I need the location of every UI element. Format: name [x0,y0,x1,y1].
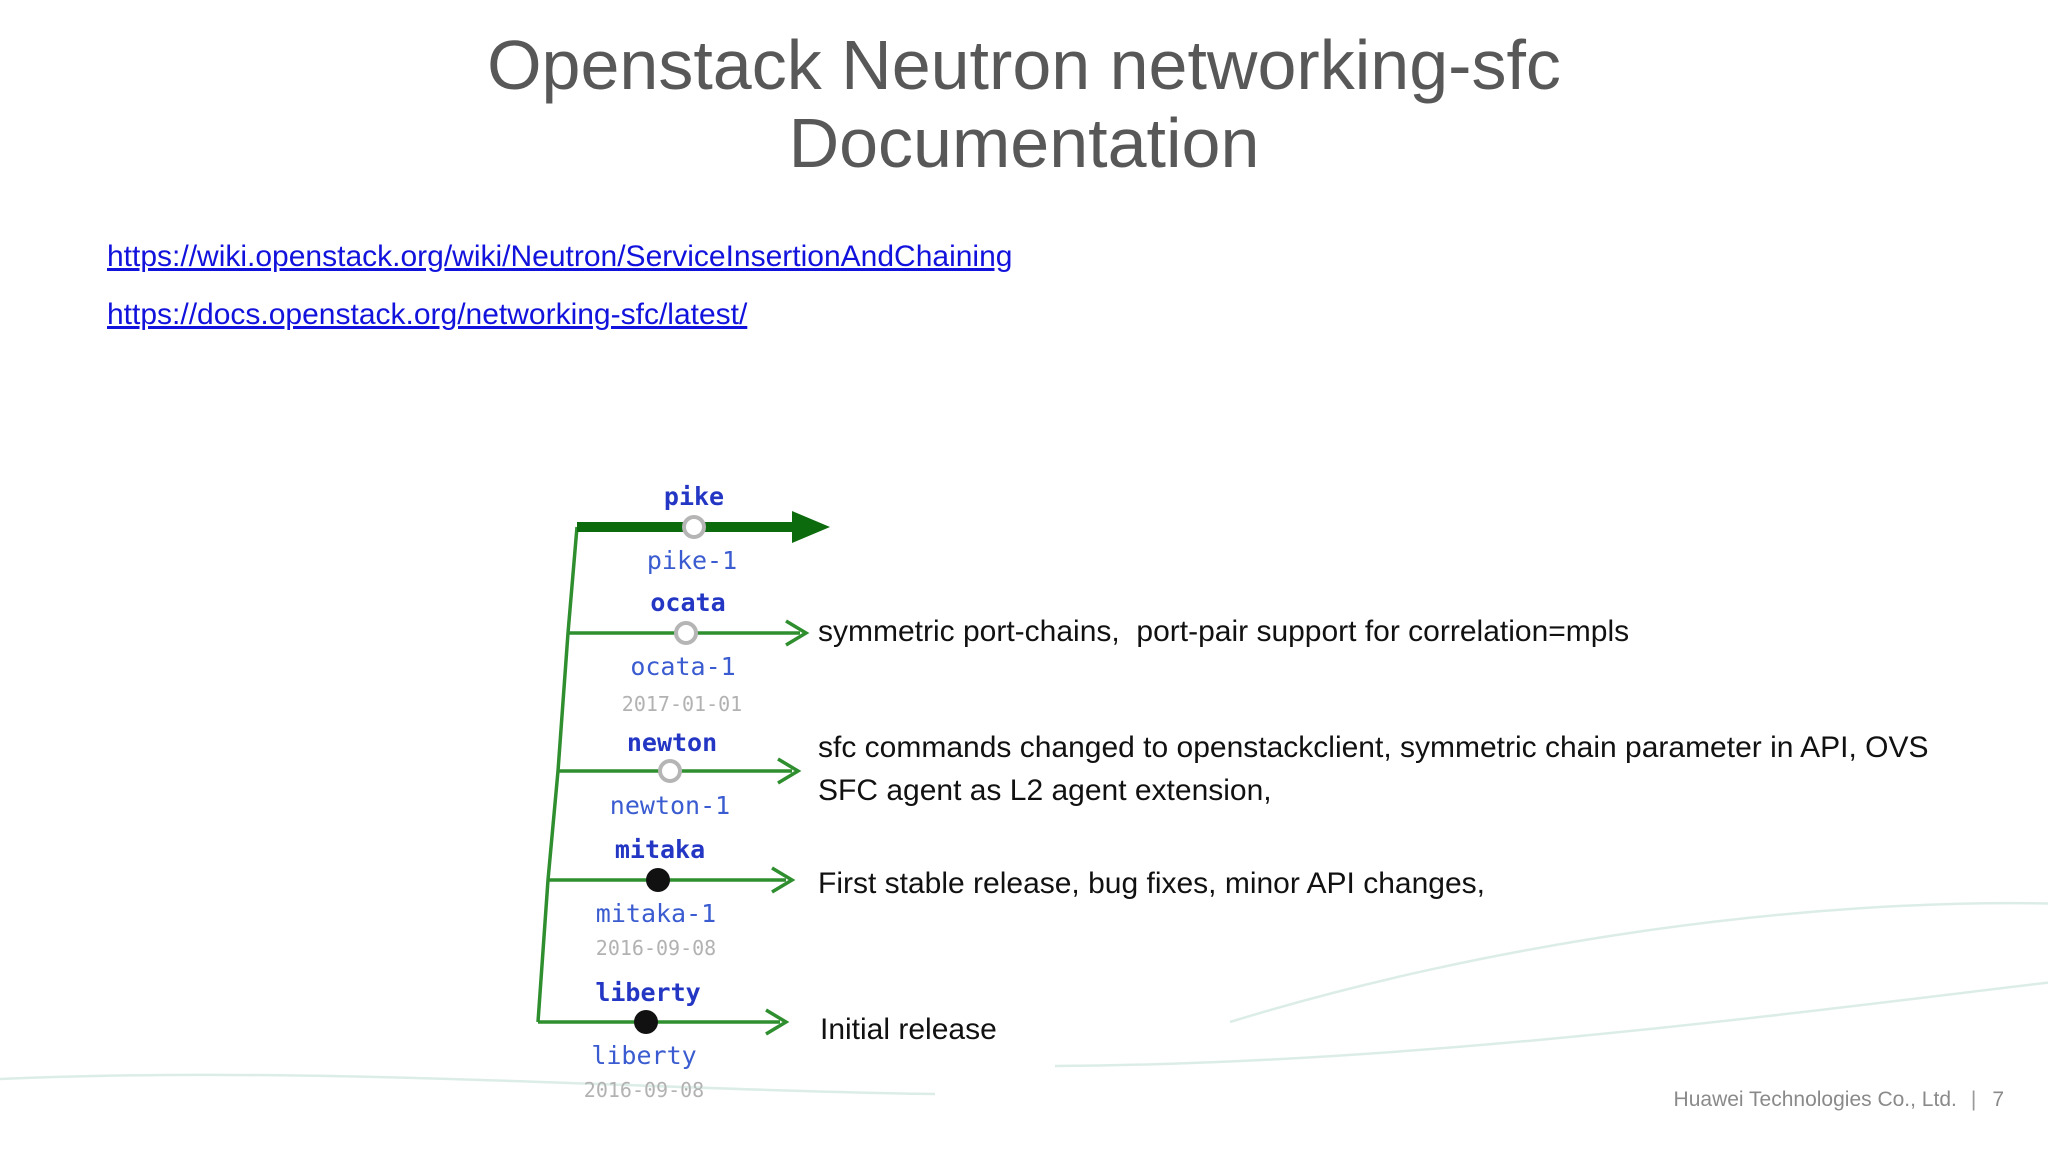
branch-arrow-pike [792,511,830,543]
page-title: Openstack Neutron networking-sfc Documen… [0,26,2048,183]
wiki-service-chaining-link[interactable]: https://wiki.openstack.org/wiki/Neutron/… [107,240,1013,273]
release-tag-ocata-1: ocata-1 [630,652,736,681]
branch-arrow-mitaka [771,866,796,894]
release-description-newton: sfc commands changed to openstackclient,… [818,731,1929,807]
release-date-liberty: 2016-09-08 [583,1078,705,1102]
release-marker-filled-mitaka [646,868,670,892]
release-marker-open-newton [658,759,682,783]
release-label-newton: newton [626,728,718,757]
branch-arrow-newton [777,757,802,785]
branch-arrow-ocata [785,619,810,647]
release-tag-mitaka-1: mitaka-1 [595,899,717,928]
footer-page-number: 7 [1992,1088,2004,1111]
release-date-ocata: 2017-01-01 [621,692,743,716]
decorative-swoosh [1229,901,2048,1024]
reference-links: https://wiki.openstack.org/wiki/Neutron/… [107,228,1012,344]
release-date-mitaka: 2016-09-08 [595,936,717,960]
timeline-trunk-line [536,526,579,1023]
branch-arrow-liberty [765,1008,790,1036]
release-marker-filled-liberty [634,1010,658,1034]
page-title-line2: Documentation [788,104,1260,183]
release-description-mitaka: First stable release, bug fixes, minor A… [818,867,1485,900]
slide-footer: Huawei Technologies Co., Ltd. | 7 [1674,1088,2004,1112]
release-tag-pike-1: pike-1 [646,546,738,575]
release-description-ocata: symmetric port-chains, port-pair support… [818,615,1630,648]
decorative-swoosh [1054,981,2048,1068]
release-marker-open-ocata [674,621,698,645]
release-label-pike: pike [663,482,725,511]
release-marker-open-pike [682,515,706,539]
footer-separator: | [1970,1088,1977,1111]
page-title-line1: Openstack Neutron networking-sfc [487,26,1561,104]
release-label-mitaka: mitaka [614,835,706,864]
release-label-ocata: ocata [650,588,726,617]
release-description-liberty: Initial release [820,1013,997,1046]
release-tag-liberty: liberty [591,1041,697,1070]
release-tag-newton-1: newton-1 [609,791,731,820]
decorative-swoosh [0,1073,936,1096]
release-label-liberty: liberty [595,978,701,1007]
docs-networking-sfc-link[interactable]: https://docs.openstack.org/networking-sf… [107,298,748,331]
footer-company-name: Huawei Technologies Co., Ltd. [1673,1088,1957,1111]
